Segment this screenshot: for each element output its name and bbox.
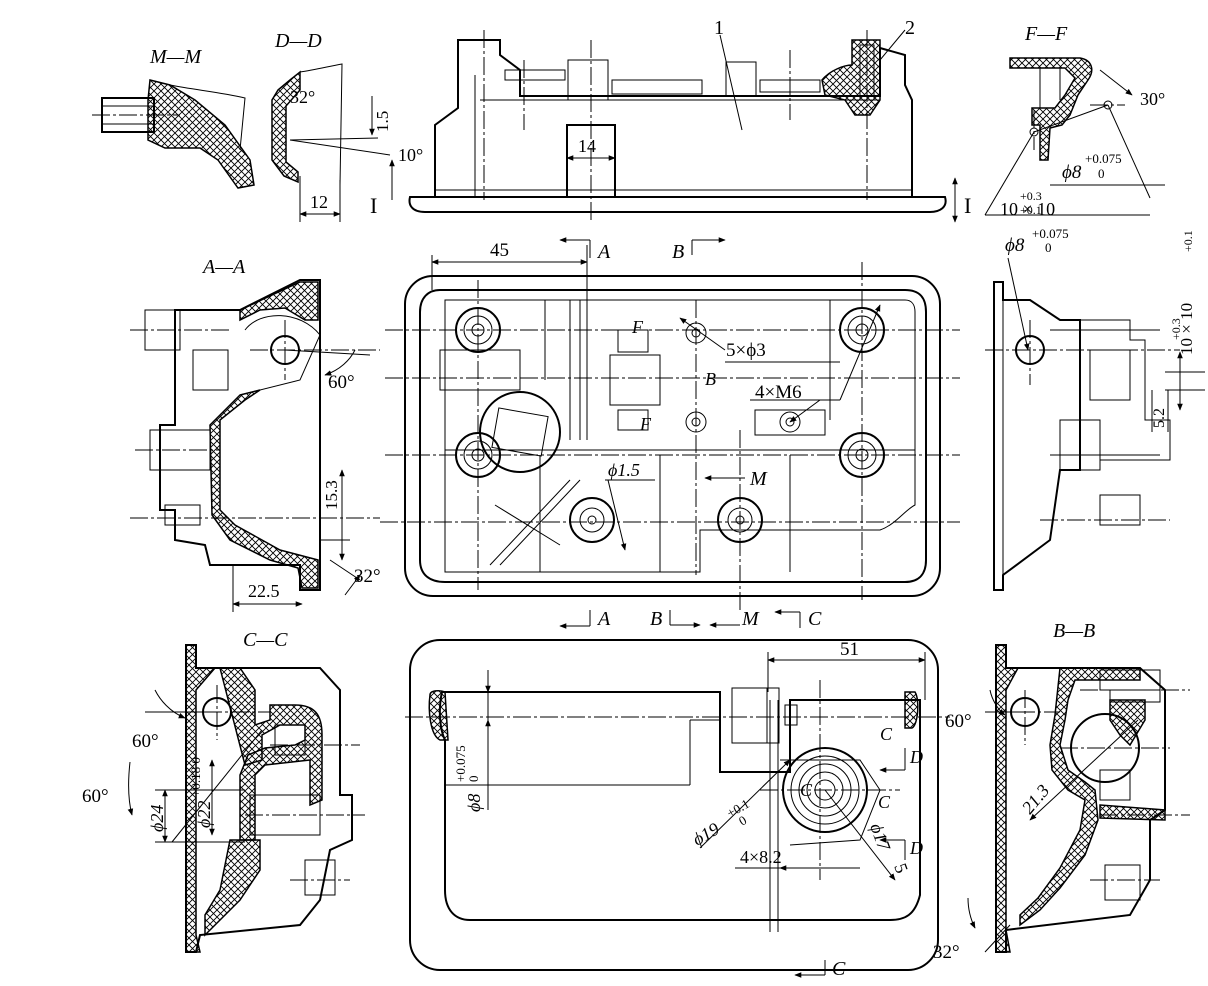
view-right-elevation: ϕ8 +0.075 0 10 × 10 +0.3 +0.1 5.2 — [985, 226, 1205, 591]
section-ff: F—F 30° ϕ8 +0.075 0 10 × 10 +0.3 +0.1 — [984, 23, 1165, 219]
bot-phi19-tol-lo: 0 — [736, 812, 749, 828]
right-slot-dim: 10 × 10 — [1177, 303, 1196, 355]
bb-dim-21-3: 21.3 — [1018, 781, 1054, 818]
angle-10: 10° — [398, 145, 423, 165]
cut-b-bottom: B — [650, 608, 662, 630]
bot-cut-c-1: C — [880, 724, 893, 744]
angle-32-dd: 32° — [290, 87, 315, 107]
section-mm: M—M — [92, 46, 255, 189]
part-label-1: 1 — [714, 17, 724, 39]
dim-12: 12 — [310, 192, 328, 212]
ff-slot-dim: 10 × 10 — [1000, 199, 1055, 219]
cc-phi24: ϕ24 — [147, 805, 167, 832]
title-cc: C—C — [243, 629, 288, 651]
cut-a-top: A — [596, 241, 611, 263]
ff-phi8-tol-up: +0.075 — [1085, 151, 1122, 166]
title-aa: A—A — [201, 256, 246, 278]
view-plan: 45 A B 5×ϕ3 4×M6 ϕ1.5 F F B M A B M C — [380, 237, 960, 630]
bot-phi8: ϕ8 — [464, 794, 484, 812]
cut-c-top: C — [808, 608, 822, 630]
aa-angle-32: 32° — [354, 566, 381, 587]
view-bottom-plan: ϕ8 +0.075 0 51 ϕ19 +0.1 0 4×8.2 ϕ17 5 C … — [405, 639, 950, 980]
bot-cut-c-center: C — [800, 780, 813, 800]
right-phi8-tol-lo: 0 — [1045, 240, 1052, 255]
title-ff: F—F — [1024, 23, 1068, 45]
plan-4m6: 4×M6 — [755, 382, 802, 403]
cut-a-bottom: A — [596, 608, 611, 630]
dim-1-5: 1.5 — [373, 111, 392, 132]
section-bb: B—B 60° 21.3 32° — [933, 620, 1190, 963]
aa-dim-15-3: 15.3 — [322, 480, 341, 510]
bot-phi8-tol-lo: 0 — [466, 776, 481, 783]
plan-cut-f-upper: F — [631, 317, 644, 337]
ff-slot-tol-up: +0.3 — [1020, 189, 1042, 203]
roman-i-left: I — [370, 193, 377, 218]
bb-angle-60: 60° — [945, 711, 972, 732]
bot-dim-51: 51 — [840, 639, 859, 660]
cut-c-bottom: C — [832, 958, 846, 980]
cut-b-top: B — [672, 241, 684, 263]
bb-angle-32: 32° — [933, 942, 960, 963]
bot-phi19: ϕ19 — [689, 818, 723, 849]
title-dd: D—D — [274, 30, 322, 52]
section-dd: D—D 12 32° 1.5 10° I — [271, 30, 423, 222]
bot-cut-c-2: C — [878, 792, 891, 812]
cc-phi22-tol: +0.18 0 — [188, 757, 203, 797]
bot-cut-d-2: D — [909, 838, 923, 858]
aa-dim-22-5: 22.5 — [248, 581, 280, 601]
right-phi8-tol-up: +0.075 — [1032, 226, 1069, 241]
right-slot-tol-up: +0.3 — [1169, 318, 1183, 340]
cc-phi22: ϕ22 — [194, 801, 214, 828]
ff-phi8-tol-lo: 0 — [1098, 166, 1105, 181]
cc-angle-60-upper: 60° — [132, 731, 159, 752]
right-phi8: ϕ8 — [1005, 235, 1025, 256]
view-top-elevation: 14 1 2 I — [408, 17, 971, 223]
plan-5phi3: 5×ϕ3 — [726, 340, 766, 361]
title-mm: M—M — [149, 46, 202, 68]
cut-m-bottom: M — [741, 608, 760, 630]
angle-30: 30° — [1140, 89, 1165, 109]
section-aa: A—A 60° 15.3 22.5 32° — [130, 256, 381, 612]
right-slot-tol-lo: +0.1 — [1181, 230, 1195, 252]
aa-angle-60: 60° — [328, 372, 355, 393]
dim-14: 14 — [578, 136, 596, 156]
bot-phi17-suffix: 5 — [890, 861, 912, 876]
plan-dim-45: 45 — [490, 240, 509, 261]
plan-cut-f-lower: F — [639, 414, 652, 434]
plan-phi1-5: ϕ1.5 — [608, 460, 640, 480]
title-bb: B—B — [1053, 620, 1095, 642]
part-label-2: 2 — [905, 17, 915, 39]
roman-i-right: I — [964, 193, 971, 218]
bot-cut-d-1: D — [909, 747, 923, 767]
ff-slot-tol-lo: +0.1 — [1020, 203, 1042, 217]
right-dim-5-2: 5.2 — [1151, 408, 1168, 428]
bot-4x8-2: 4×8.2 — [740, 847, 782, 867]
cc-angle-60-lower: 60° — [82, 786, 109, 807]
plan-cut-m-inner: M — [749, 468, 768, 490]
bot-phi8-tol-up: +0.075 — [453, 745, 468, 782]
section-cc: C—C 60° 60° ϕ24 ϕ22 +0.18 0 — [82, 629, 365, 953]
plan-cut-b-inner: B — [705, 369, 716, 389]
ff-phi8: ϕ8 — [1062, 162, 1082, 183]
